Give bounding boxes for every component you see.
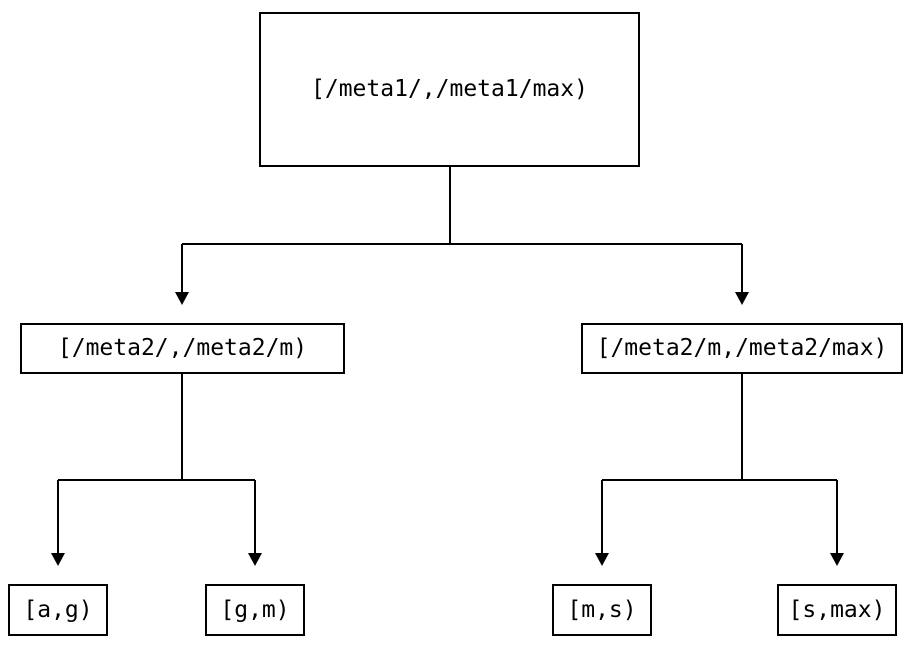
node-mid-left[interactable]: [/meta2/,/meta2/m) <box>20 323 345 374</box>
node-leaf-a-g[interactable]: [a,g) <box>8 584 108 636</box>
node-leaf-s-max[interactable]: [s,max) <box>777 584 897 636</box>
node-leaf-g-m-label: [g,m) <box>220 596 290 623</box>
node-leaf-m-s[interactable]: [m,s) <box>552 584 652 636</box>
arrowhead-to-leaf-3 <box>595 553 609 566</box>
arrowhead-to-leaf-1 <box>51 553 65 566</box>
edge-mid-left-to-leaves <box>51 374 262 566</box>
node-mid-right[interactable]: [/meta2/m,/meta2/max) <box>581 323 903 374</box>
arrowhead-to-mid-right <box>735 292 749 305</box>
node-leaf-s-max-label: [s,max) <box>788 596 886 623</box>
node-root-label: [/meta1/,/meta1/max) <box>311 76 588 102</box>
edge-root-to-mid-right <box>735 244 749 305</box>
node-leaf-g-m[interactable]: [g,m) <box>205 584 305 636</box>
node-leaf-m-s-label: [m,s) <box>567 596 637 623</box>
node-mid-right-label: [/meta2/m,/meta2/max) <box>596 335 888 361</box>
node-leaf-a-g-label: [a,g) <box>23 596 93 623</box>
arrowhead-to-leaf-2 <box>248 553 262 566</box>
edge-mid-right-to-leaves <box>595 374 844 566</box>
edge-root-to-mid-left <box>175 167 742 305</box>
arrowhead-to-leaf-4 <box>830 553 844 566</box>
node-root[interactable]: [/meta1/,/meta1/max) <box>259 12 640 167</box>
arrowhead-to-mid-left <box>175 292 189 305</box>
node-mid-left-label: [/meta2/,/meta2/m) <box>57 335 308 361</box>
